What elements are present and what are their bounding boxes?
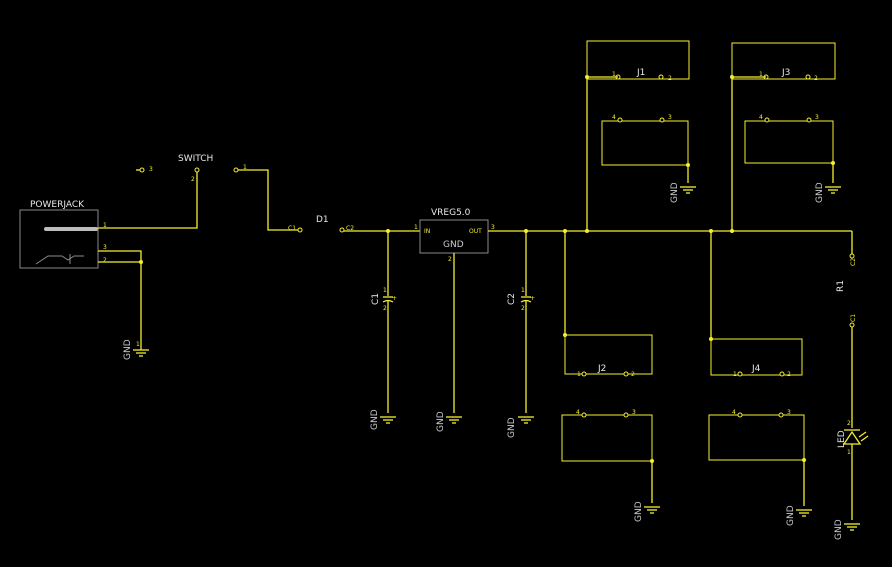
svg-text:4: 4 [759,114,763,121]
svg-text:1: 1 [414,224,418,231]
j2-label: J2 [597,364,606,374]
svg-text:+: + [392,295,397,302]
svg-text:4: 4 [732,409,736,416]
svg-text:4: 4 [612,114,616,121]
switch-pin3-terminal [139,167,145,173]
svg-text:1: 1 [612,71,616,78]
svg-text:1: 1 [383,287,387,294]
j3-label: J3 [781,68,790,78]
svg-text:3: 3 [787,409,791,416]
powerjack-pin1: 1 [103,222,107,229]
gnd-j2: GND [634,501,660,522]
resistor-r1[interactable]: C2 R1 C1 [836,253,857,328]
svg-text:2: 2 [383,305,387,312]
svg-text:4: 4 [576,409,580,416]
svg-text:C2: C2 [850,258,857,266]
powerjack-spring [35,255,84,265]
gnd-j1: GND [670,182,696,203]
svg-text:C2: C2 [346,225,354,232]
led[interactable]: LED 2 1 [837,420,869,456]
j4-label: J4 [751,364,761,374]
powerjack-pin2: 2 [103,257,107,264]
powerjack-pin3: 3 [103,244,107,251]
vreg-label: VREG5.0 [431,208,471,218]
svg-text:GND: GND [370,409,380,430]
svg-text:OUT: OUT [469,228,482,235]
svg-text:2: 2 [814,75,818,82]
svg-text:2: 2 [191,176,195,183]
svg-text:GND: GND [786,505,796,526]
svg-text:1: 1 [577,371,581,378]
c1-label: C1 [371,293,381,305]
svg-text:1: 1 [733,371,737,378]
svg-text:C1: C1 [288,225,296,232]
svg-text:2: 2 [787,371,791,378]
gnd-powerjack: GND 1 [123,339,149,360]
r1-label: R1 [836,280,846,292]
svg-text:3: 3 [149,166,153,173]
switch-label: SWITCH [178,154,213,164]
switch[interactable]: SWITCH 3 2 1 [136,154,247,183]
svg-text:C1: C1 [850,314,857,322]
svg-text:1: 1 [136,341,140,348]
svg-text:1: 1 [759,71,763,78]
svg-text:GND: GND [634,501,644,522]
svg-text:GND: GND [507,417,517,438]
svg-text:1: 1 [521,287,525,294]
svg-text:1: 1 [243,164,247,171]
gnd-c1: GND [370,409,396,430]
wire-jack-to-switch [98,172,198,229]
led-label: LED [837,430,847,448]
svg-text:2: 2 [521,305,525,312]
wire-switch-to-d1 [238,169,298,231]
vreg-gnd-label: GND [443,240,464,250]
svg-text:IN: IN [424,228,430,235]
gnd-j4: GND [786,505,812,526]
svg-text:GND: GND [670,182,680,203]
svg-text:3: 3 [491,224,495,231]
svg-text:2: 2 [448,256,452,263]
svg-text:2: 2 [847,420,851,427]
powerjack-label: POWERJACK [30,200,85,210]
connector-j3[interactable]: J3 1 2 4 3 [730,42,836,165]
gnd-c2: GND [507,416,534,438]
svg-text:2: 2 [668,75,672,82]
wire-jack-pin3 [98,250,142,343]
powerjack-body [19,209,99,269]
d1-label: D1 [316,215,329,225]
svg-text:GND: GND [834,519,844,540]
svg-text:3: 3 [632,409,636,416]
svg-text:GND: GND [815,182,825,203]
connector-j1[interactable]: J1 1 2 4 3 [585,40,690,167]
c2-label: C2 [507,293,517,305]
gnd-label-jack: GND [123,339,133,360]
svg-text:3: 3 [815,114,819,121]
j1-label: J1 [636,68,645,78]
svg-text:2: 2 [631,371,635,378]
powerjack-wires [98,172,198,343]
junction-jack [139,260,143,264]
diode-d1[interactable]: D1 C1 C2 [288,215,354,233]
switch-pin2-terminal [194,167,200,173]
gnd-vreg: GND [436,411,462,432]
svg-text:+: + [530,295,535,302]
svg-text:3: 3 [668,114,672,121]
connector-j2[interactable]: J2 1 2 4 3 [561,333,654,463]
capacitor-c1[interactable]: C1 + 1 2 [371,231,397,413]
svg-text:GND: GND [436,411,446,432]
switch-pin1-terminal [233,167,239,173]
connector-j4[interactable]: J4 1 2 4 3 [708,337,806,462]
svg-text:1: 1 [847,449,851,456]
powerjack[interactable]: POWERJACK 1 3 2 [19,200,107,269]
capacitor-c2[interactable]: C2 + 1 2 [507,231,535,413]
gnd-led: GND [834,519,860,540]
gnd-j3: GND [815,182,841,203]
